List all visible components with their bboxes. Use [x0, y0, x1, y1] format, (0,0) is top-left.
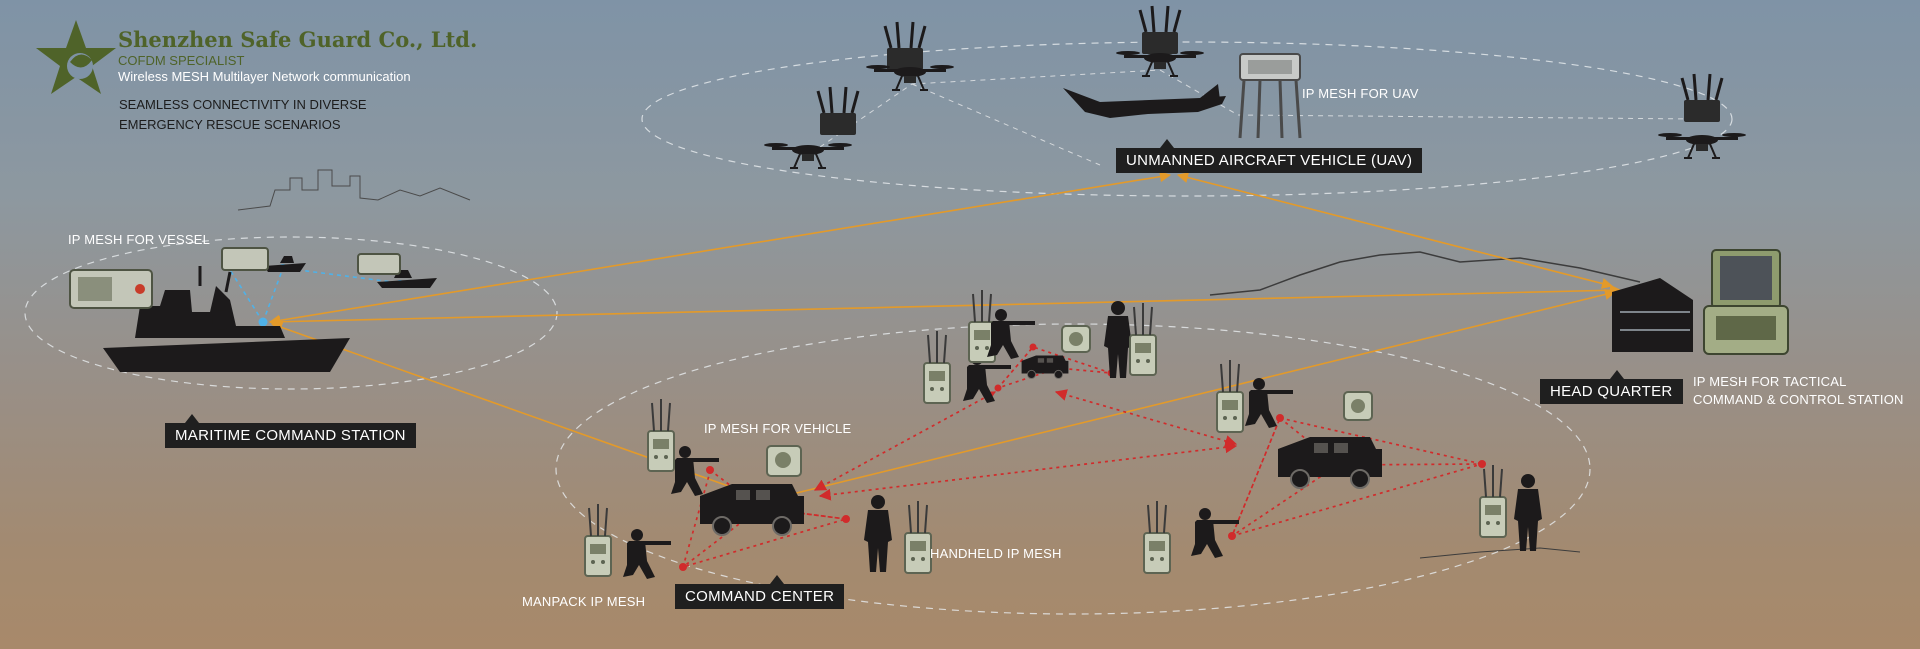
- uav-tag: UNMANNED AIRCRAFT VEHICLE (UAV): [1116, 139, 1423, 173]
- maritime-tag: MARITIME COMMAND STATION: [165, 414, 416, 448]
- rugged-case-icon: [1703, 249, 1789, 355]
- star-logo-icon: [36, 20, 116, 94]
- uav-wing-icon: [1063, 88, 1226, 118]
- tactical-label-line-1: IP MESH FOR TACTICAL: [1693, 374, 1847, 389]
- vessel-mesh-label: IP MESH FOR VESSEL: [68, 232, 211, 247]
- tactical-label-line-2: COMMAND & CONTROL STATION: [1693, 392, 1904, 407]
- boat-icon: [264, 256, 437, 288]
- drone-icon: [883, 20, 927, 72]
- ground-station-icon: [1238, 53, 1302, 139]
- company-line: Wireless MESH Multilayer Network communi…: [118, 69, 411, 84]
- radio-icon: [69, 247, 401, 309]
- uav-mesh-label: IP MESH FOR UAV: [1302, 86, 1419, 101]
- tagline-line-2: EMERGENCY RESCUE SCENARIOS: [119, 117, 341, 132]
- hq-tag: HEAD QUARTER: [1540, 370, 1683, 404]
- command-center-tag: COMMAND CENTER: [675, 575, 845, 609]
- manpack-mesh-label: MANPACK IP MESH: [522, 594, 646, 609]
- tagline-line-1: SEAMLESS CONNECTIVITY IN DIVERSE: [119, 97, 367, 112]
- handheld-mesh-label: HANDHELD IP MESH: [930, 546, 1062, 561]
- vehicle-mesh-label: IP MESH FOR VEHICLE: [704, 421, 852, 436]
- company-name: Shenzhen Safe Guard Co., Ltd.: [118, 27, 478, 52]
- building-icon: [1612, 278, 1693, 352]
- company-subtitle: COFDM SPECIALIST: [118, 53, 245, 68]
